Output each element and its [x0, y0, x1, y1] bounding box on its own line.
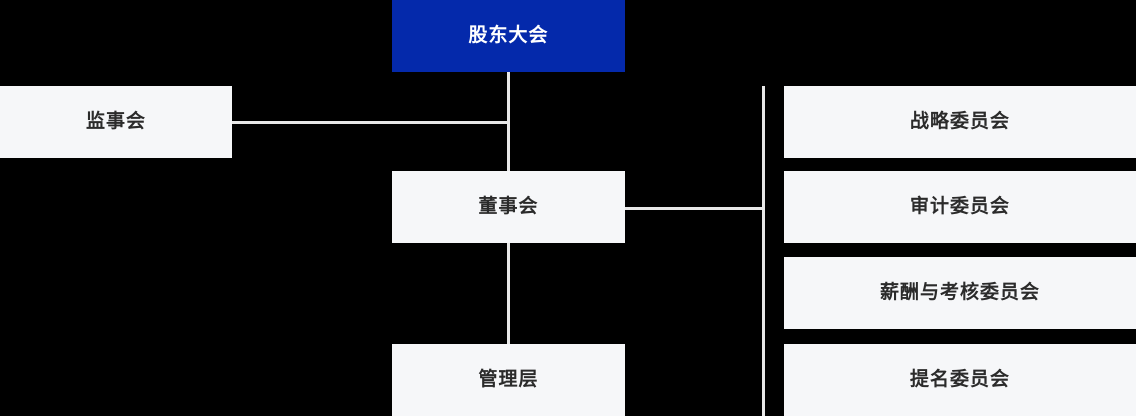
node-label-nomination-committee: 提名委员会	[909, 368, 1010, 390]
node-label-board-of-supervisors: 监事会	[85, 110, 146, 132]
node-label-management: 管理层	[478, 368, 539, 390]
node-label-remuneration-appraisal-committee: 薪酬与考核委员会	[879, 281, 1040, 303]
node-label-audit-committee: 审计委员会	[909, 195, 1010, 217]
node-board-of-directors[interactable]: 董事会	[392, 171, 625, 243]
node-nomination-committee[interactable]: 提名委员会	[784, 344, 1136, 416]
node-label-board-of-directors: 董事会	[478, 195, 539, 217]
connector-committee-trunk	[762, 86, 765, 416]
node-strategy-committee[interactable]: 战略委员会	[784, 86, 1136, 158]
node-remuneration-appraisal-committee[interactable]: 薪酬与考核委员会	[784, 257, 1136, 329]
node-audit-committee[interactable]: 审计委员会	[784, 171, 1136, 243]
node-label-shareholders-meeting: 股东大会	[468, 24, 549, 46]
node-label-strategy-committee: 战略委员会	[909, 110, 1010, 132]
node-board-of-supervisors[interactable]: 监事会	[0, 86, 232, 158]
connector-board-to-committee-trunk	[625, 207, 765, 210]
connector-board-to-management	[507, 243, 510, 344]
connector-supervisors-to-trunk	[232, 121, 510, 124]
node-management[interactable]: 管理层	[392, 344, 625, 416]
node-shareholders-meeting[interactable]: 股东大会	[392, 0, 625, 72]
